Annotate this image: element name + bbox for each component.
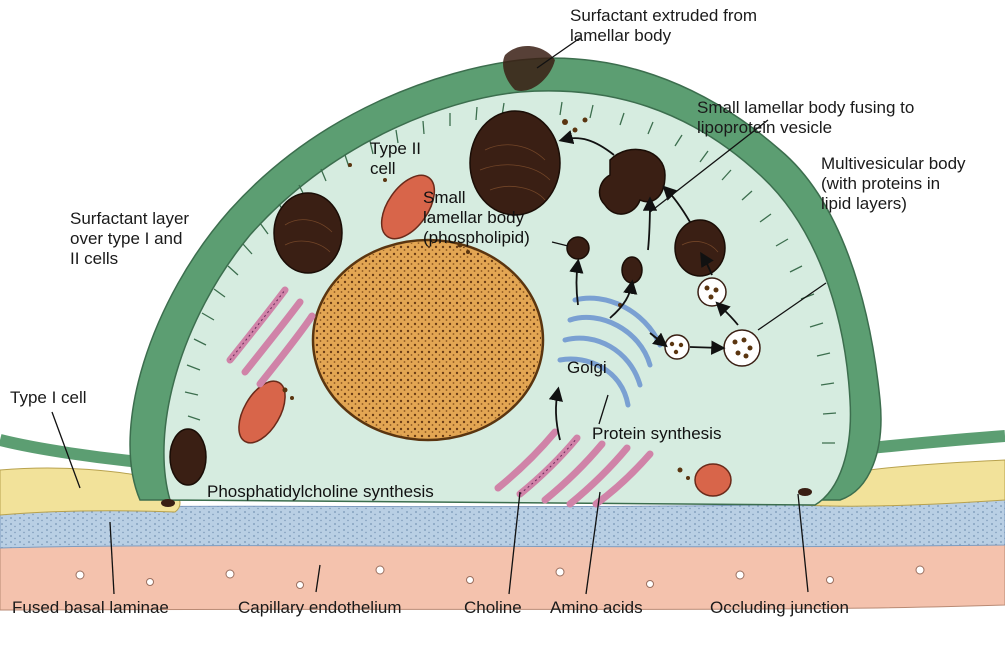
label-amino-acids: Amino acids bbox=[550, 598, 643, 618]
label-choline: Choline bbox=[464, 598, 522, 618]
label-fused-basal-laminae: Fused basal laminae bbox=[12, 598, 169, 618]
label-occluding-junction: Occluding junction bbox=[710, 598, 849, 618]
label-small-lamellar-body: Small lamellar body (phospholipid) bbox=[423, 188, 530, 248]
label-protein-synthesis: Protein synthesis bbox=[592, 424, 721, 444]
label-golgi: Golgi bbox=[567, 358, 607, 378]
label-phosphatidylcholine-synthesis: Phosphatidylcholine synthesis bbox=[207, 482, 434, 502]
label-multivesicular-body: Multivesicular body (with proteins in li… bbox=[821, 154, 966, 214]
label-type-ii-cell: Type II cell bbox=[370, 139, 421, 179]
label-capillary-endothelium: Capillary endothelium bbox=[238, 598, 401, 618]
label-type-i-cell: Type I cell bbox=[10, 388, 87, 408]
label-surfactant-extruded: Surfactant extruded from lamellar body bbox=[570, 6, 757, 46]
label-small-lamellar-fusing: Small lamellar body fusing to lipoprotei… bbox=[697, 98, 914, 138]
nucleus bbox=[313, 240, 543, 440]
label-surfactant-layer: Surfactant layer over type I and II cell… bbox=[70, 209, 189, 269]
